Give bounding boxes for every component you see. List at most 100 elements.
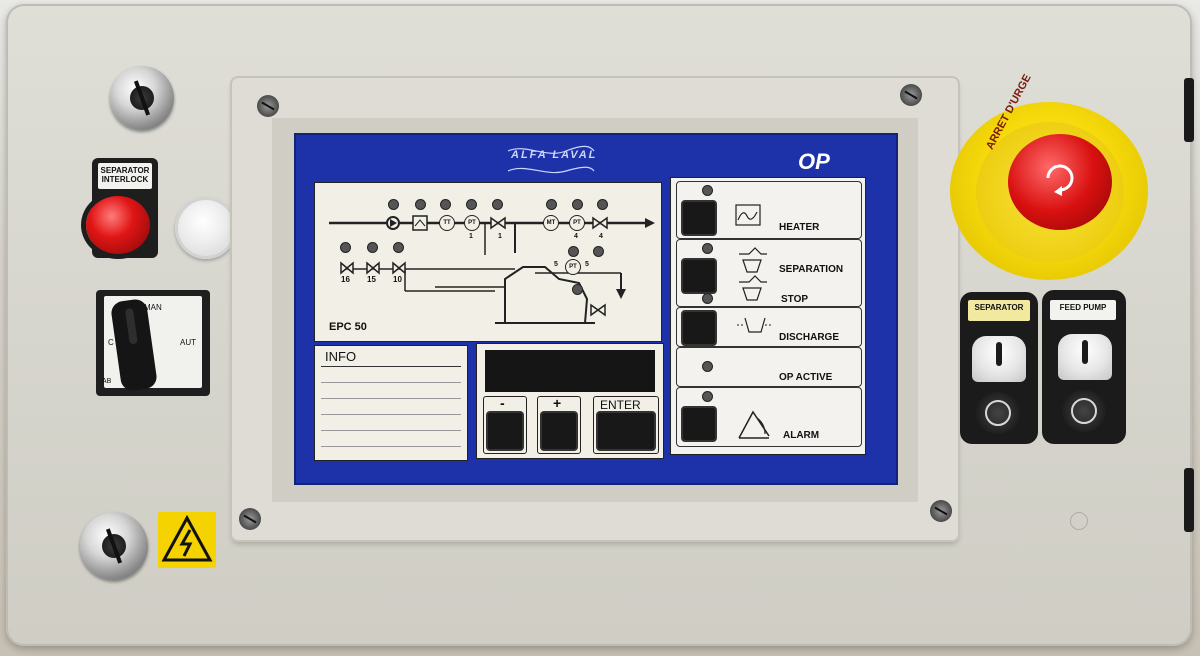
screw-icon xyxy=(900,84,922,106)
discharge-row: DISCHARGE xyxy=(676,307,862,347)
status-led xyxy=(573,285,582,294)
status-led xyxy=(594,247,603,256)
valve4-number: 4 xyxy=(599,233,603,240)
heater-icon xyxy=(735,204,761,226)
screw-icon xyxy=(239,508,261,530)
separation-led xyxy=(703,244,712,253)
separator-label: SEPARATOR xyxy=(968,300,1030,321)
info-title: INFO xyxy=(325,349,357,364)
upper-hinge xyxy=(1184,78,1194,142)
keypad-panel: - + ENTER xyxy=(476,343,664,459)
mode-selector-switch: MAN C AUT AB xyxy=(96,290,210,396)
mounting-hole xyxy=(1070,512,1088,530)
tt-tag: TT xyxy=(439,215,455,231)
enter-key[interactable] xyxy=(596,411,656,451)
diagram-model-label: EPC 50 xyxy=(329,321,367,333)
info-panel: INFO xyxy=(314,345,468,461)
hmi-screen: ALFA LAVAL OP xyxy=(294,133,898,485)
stop-label: STOP xyxy=(781,294,809,305)
pt4-number: 4 xyxy=(574,233,578,240)
stop-ring-icon xyxy=(1071,398,1097,424)
separation-label: SEPARATION xyxy=(779,264,844,275)
separator-interlock-lamp[interactable] xyxy=(86,196,150,254)
alarm-row: ALARM xyxy=(676,387,862,447)
start-indicator-icon xyxy=(1082,340,1088,364)
separation-row: SEPARATION STOP xyxy=(676,239,862,307)
mode-indicator: OP xyxy=(798,149,830,174)
enter-key-label: ENTER xyxy=(600,398,641,412)
pt5-tag: PT xyxy=(565,259,581,275)
process-flow-lines xyxy=(329,215,655,324)
info-line xyxy=(321,382,461,383)
interlock-label-line1: SEPARATOR xyxy=(100,166,150,175)
electrical-hazard-sticker xyxy=(158,512,216,568)
status-led xyxy=(493,200,502,209)
enter-key-frame: ENTER xyxy=(593,396,659,454)
separator-start-button[interactable] xyxy=(972,336,1026,382)
alarm-label: ALARM xyxy=(783,430,820,441)
alarm-button[interactable] xyxy=(681,406,717,442)
emergency-stop-button[interactable] xyxy=(1008,134,1112,230)
valve15-number: 15 xyxy=(367,275,376,284)
feed-pump-start-button[interactable] xyxy=(1058,334,1112,380)
alarm-bell-icon xyxy=(738,410,770,439)
status-led xyxy=(547,200,556,209)
pt4-tag: PT xyxy=(569,215,585,231)
status-led xyxy=(573,200,582,209)
selector-aut-label: AUT xyxy=(180,338,196,347)
start-indicator-icon xyxy=(996,342,1002,366)
discharge-button[interactable] xyxy=(681,310,717,346)
heater-row: HEATER xyxy=(676,181,862,239)
selector-man-label: MAN xyxy=(144,303,162,312)
minus-key-frame: - xyxy=(483,395,527,454)
numeric-display xyxy=(485,350,655,392)
stop-ring-icon xyxy=(985,400,1011,426)
interlock-label-line2: INTERLOCK xyxy=(101,175,149,184)
separator-pushbutton-housing: SEPARATOR xyxy=(960,292,1038,444)
screw-icon xyxy=(930,500,952,522)
status-led xyxy=(368,243,377,252)
status-led xyxy=(569,247,578,256)
high-voltage-icon xyxy=(161,514,213,562)
valve1-number: 1 xyxy=(498,233,502,240)
plus-key[interactable] xyxy=(540,411,578,451)
feed-pump-pushbutton-housing: FEED PUMP xyxy=(1042,290,1126,444)
heater-button[interactable] xyxy=(681,200,717,236)
screw-icon xyxy=(257,95,279,117)
heater-led xyxy=(703,186,712,195)
discharge-label: DISCHARGE xyxy=(779,332,840,343)
heater-label: HEATER xyxy=(779,222,820,233)
feed-pump-label: FEED PUMP xyxy=(1050,300,1116,320)
status-led xyxy=(394,243,403,252)
status-led xyxy=(441,200,450,209)
feed-pump-stop-button[interactable] xyxy=(1062,390,1106,432)
op-active-led xyxy=(703,362,712,371)
valve16-number: 16 xyxy=(341,275,350,284)
separator-stop-button[interactable] xyxy=(976,392,1020,434)
pt5-number: 5 xyxy=(554,261,558,268)
info-line xyxy=(321,430,461,431)
status-led xyxy=(341,243,350,252)
info-line xyxy=(321,398,461,399)
brand-logo: ALFA LAVAL xyxy=(511,149,598,161)
bottom-door-lock[interactable] xyxy=(80,512,148,580)
minus-key-label: - xyxy=(500,395,505,411)
pt1-tag: PT xyxy=(464,215,480,231)
rotate-release-icon xyxy=(1046,164,1074,196)
valve5-number: 5 xyxy=(585,261,589,268)
status-led xyxy=(416,200,425,209)
top-door-lock[interactable] xyxy=(110,66,174,130)
lower-hinge xyxy=(1184,468,1194,532)
op-active-row: OP ACTIVE xyxy=(676,347,862,387)
brand-logo-waves-icon xyxy=(507,145,595,174)
white-indicator-lamp[interactable] xyxy=(175,197,237,259)
knob-grip-icon xyxy=(124,307,138,345)
status-led xyxy=(598,200,607,209)
selector-brand-label: AB xyxy=(102,378,112,385)
separator-bowl-icon xyxy=(739,247,767,301)
info-line xyxy=(321,414,461,415)
pt1-number: 1 xyxy=(469,233,473,240)
separation-button[interactable] xyxy=(681,258,717,294)
stop-led xyxy=(703,294,712,303)
minus-key[interactable] xyxy=(486,411,524,451)
